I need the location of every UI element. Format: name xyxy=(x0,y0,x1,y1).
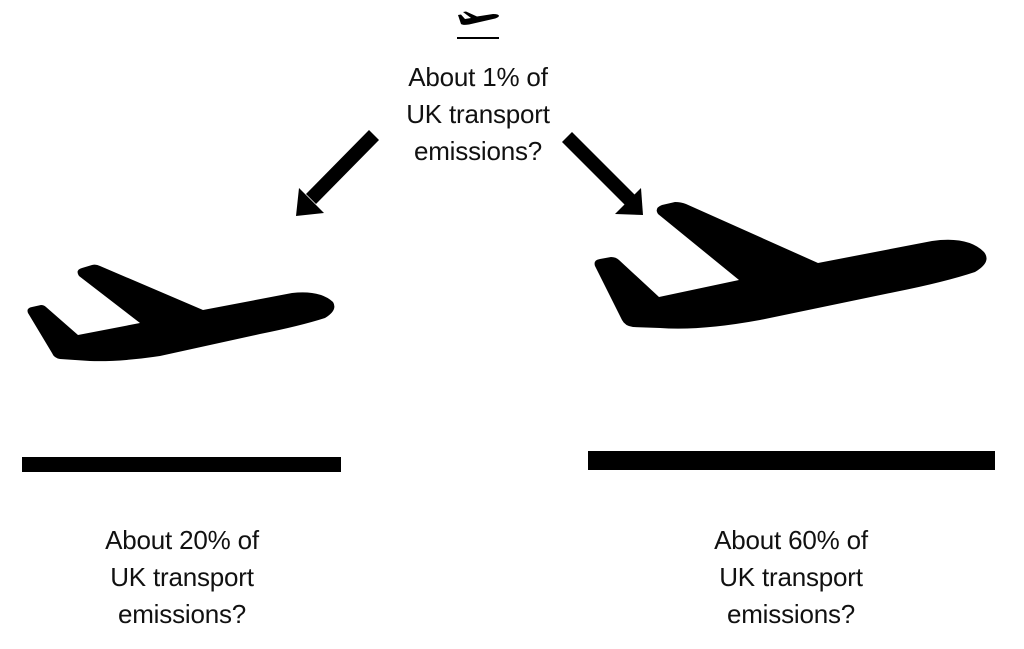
center-label-line-3: emissions? xyxy=(413,136,543,166)
center-label-line-2: UK transport xyxy=(406,99,550,129)
right-label-line-1: About 60% of xyxy=(714,525,868,555)
left-label: About 20% of UK transport emissions? xyxy=(82,522,282,633)
right-emission-bar xyxy=(588,451,995,470)
right-label: About 60% of UK transport emissions? xyxy=(691,522,891,633)
right-label-line-3: emissions? xyxy=(726,599,856,629)
plane-takeoff-small-icon xyxy=(458,11,499,25)
left-label-line-3: emissions? xyxy=(117,599,247,629)
center-label: About 1% of UK transport emissions? xyxy=(378,59,578,170)
left-label-line-2: UK transport xyxy=(110,562,254,592)
left-emission-bar xyxy=(22,457,341,472)
small-plane-baseline xyxy=(457,37,499,39)
center-label-line-1: About 1% of xyxy=(408,62,548,92)
left-label-line-1: About 20% of xyxy=(105,525,259,555)
right-label-line-2: UK transport xyxy=(719,562,863,592)
